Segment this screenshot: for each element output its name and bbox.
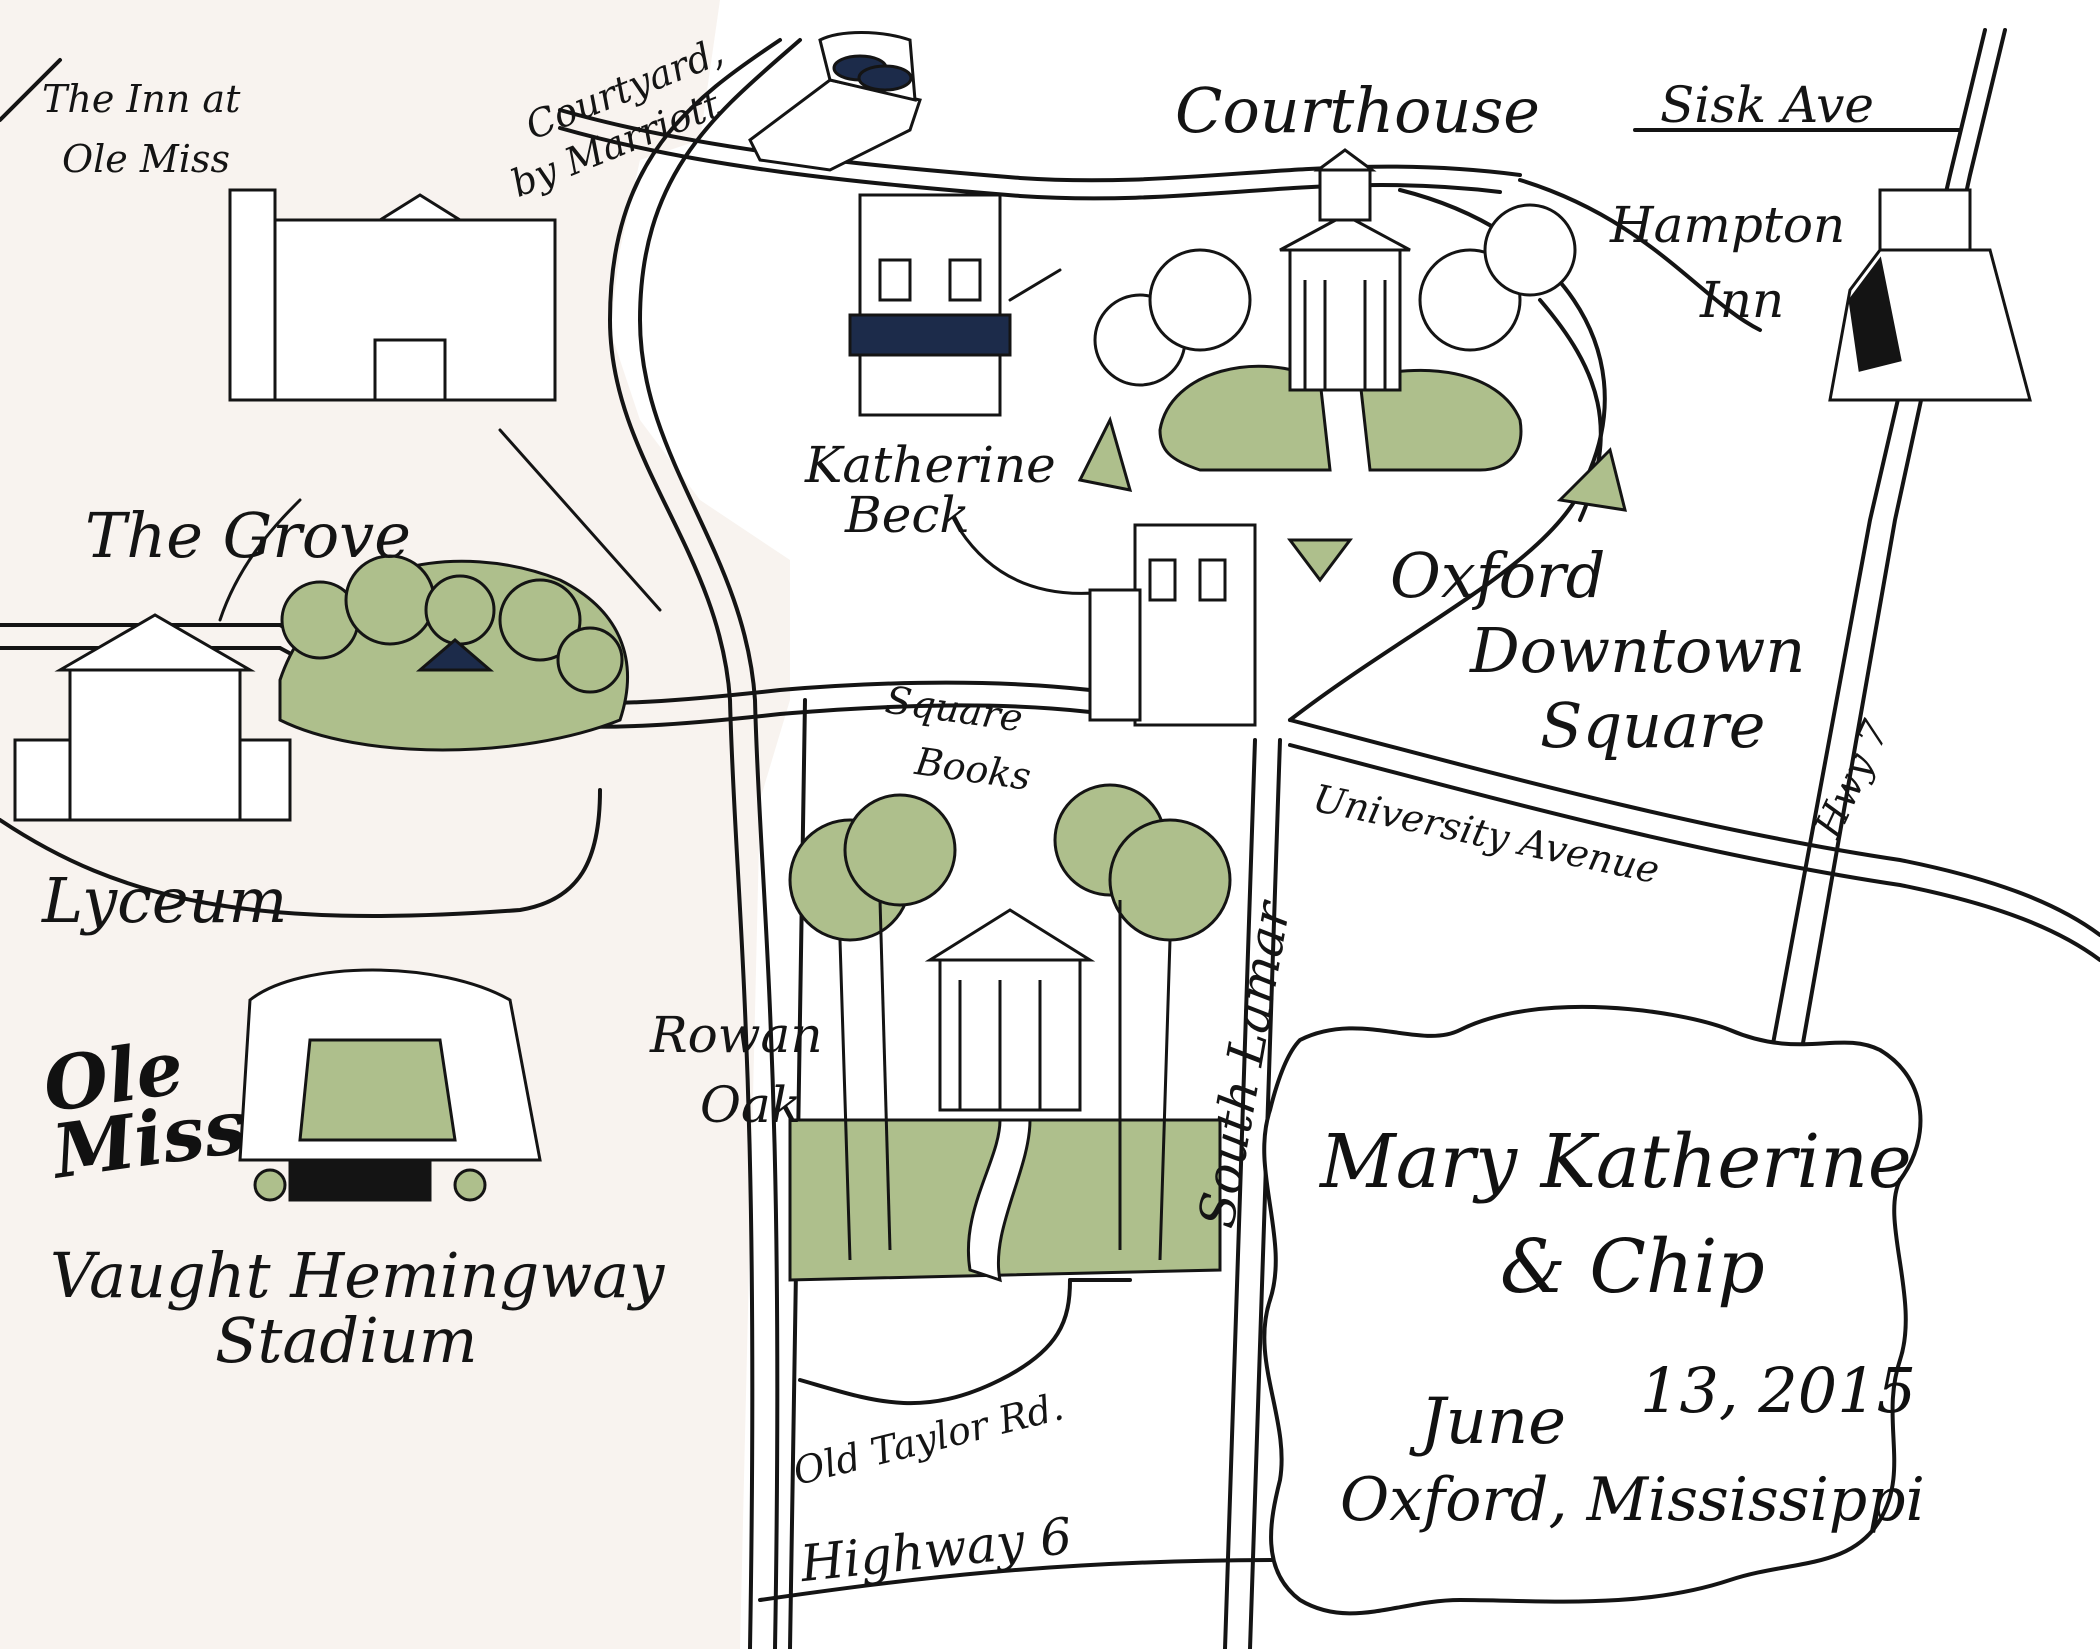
road-hwy7-2 (1798, 28, 2007, 1062)
grove-tent (415, 638, 495, 672)
ole-miss-logo: Ole Miss (38, 1025, 251, 1196)
road-hwy7 (1768, 28, 1987, 1062)
label-rowan-line1: Rowan (650, 1006, 823, 1064)
label-ole-miss-line2: Miss (47, 1083, 251, 1196)
label-oxford-line3: Square (1540, 689, 1766, 762)
courthouse-building (1279, 148, 1411, 392)
road-south-lamar (1223, 738, 1257, 1649)
cartouche-frame (1262, 1004, 1923, 1616)
label-vaught-line2: Stadium (215, 1304, 478, 1377)
road-campus-west (0, 58, 62, 122)
leader-katherine-2 (1008, 268, 1062, 302)
road-south-lamar-2 (1248, 738, 1282, 1649)
stadium-icon (238, 968, 542, 1202)
rowan-oak-house (924, 908, 1096, 1112)
leader-inn (498, 428, 662, 612)
inn-building (228, 188, 557, 402)
label-katherine-line2: Beck (845, 486, 970, 544)
bed-icon (748, 31, 922, 172)
cartouche-names-line2: & Chip (1500, 1224, 1765, 1310)
road-university-2 (1288, 743, 2100, 962)
label-courthouse: Courthouse (1175, 74, 1540, 147)
cartouche-place: Oxford, Mississippi (1340, 1465, 1925, 1535)
cartouche-names-line1: Mary Katherine (1320, 1119, 1912, 1205)
cartouche-date-word: June (1420, 1385, 1566, 1459)
lyceum-building (13, 613, 292, 822)
square-books-building (1088, 523, 1257, 727)
road-old-taylor (798, 1278, 1072, 1406)
label-oxford-line2: Downtown (1470, 614, 1806, 687)
label-hampton-line1: Hampton (1610, 196, 1846, 254)
label-hampton-line2: Inn (1700, 271, 1785, 329)
label-rowan-line2: Oak (700, 1076, 802, 1134)
leader-grove (218, 498, 302, 622)
grove-greenery (278, 554, 629, 752)
road-university (1288, 718, 2100, 937)
cartouche-date-number: 13, 2015 (1640, 1354, 1917, 1427)
rowan-oak-greenery (788, 783, 1232, 1283)
road-lyceum (0, 788, 602, 918)
road-campus-main-2 (637, 38, 802, 1649)
label-inn-line2: Ole Miss (62, 137, 230, 181)
road-campus-main (607, 38, 782, 1649)
leader-katherine (958, 528, 1122, 595)
label-grove: The Grove (85, 499, 411, 572)
hampton-inn-building (1828, 188, 2032, 402)
label-katherine-line1: Katherine (805, 436, 1056, 494)
label-inn-line1: The Inn at (42, 77, 241, 121)
label-vaught-line1: Vaught Hemingway (50, 1239, 665, 1312)
label-sisk: Sisk Ave (1660, 76, 1875, 134)
road-highway6 (758, 1558, 1282, 1602)
campus-area (0, 0, 790, 1649)
katherine-beck-store (848, 193, 1012, 417)
road-hampton-curve (1518, 178, 1762, 332)
label-oxford-line1: Oxford (1390, 539, 1606, 612)
courthouse-greenery (1077, 203, 1628, 583)
label-lyceum: Lyceum (42, 864, 288, 937)
